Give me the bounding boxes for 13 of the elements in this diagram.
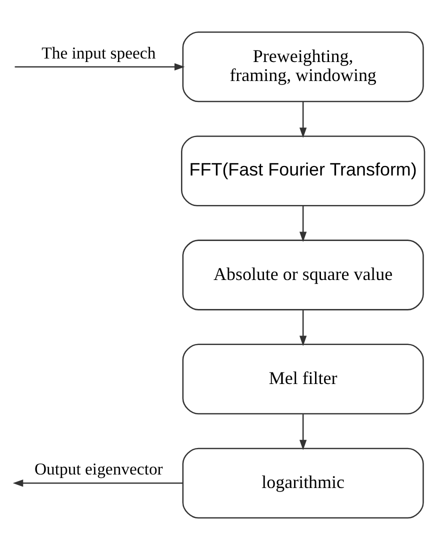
node-box: Mel filter xyxy=(182,344,424,414)
arrow xyxy=(299,310,307,346)
arrow xyxy=(12,480,183,487)
arrow xyxy=(299,206,307,242)
node-box: FFT(Fast Fourier Transform) xyxy=(181,136,426,206)
arrow xyxy=(299,102,307,138)
node-box: Absolute or square value xyxy=(182,240,424,310)
node-box: Preweighting, framing, windowing xyxy=(182,32,424,102)
arrow xyxy=(299,414,307,450)
edge-label: Output eigenvector xyxy=(34,460,163,479)
edge-label: The input speech xyxy=(42,43,156,62)
node-box: logarithmic xyxy=(182,448,424,518)
arrow xyxy=(14,63,185,70)
